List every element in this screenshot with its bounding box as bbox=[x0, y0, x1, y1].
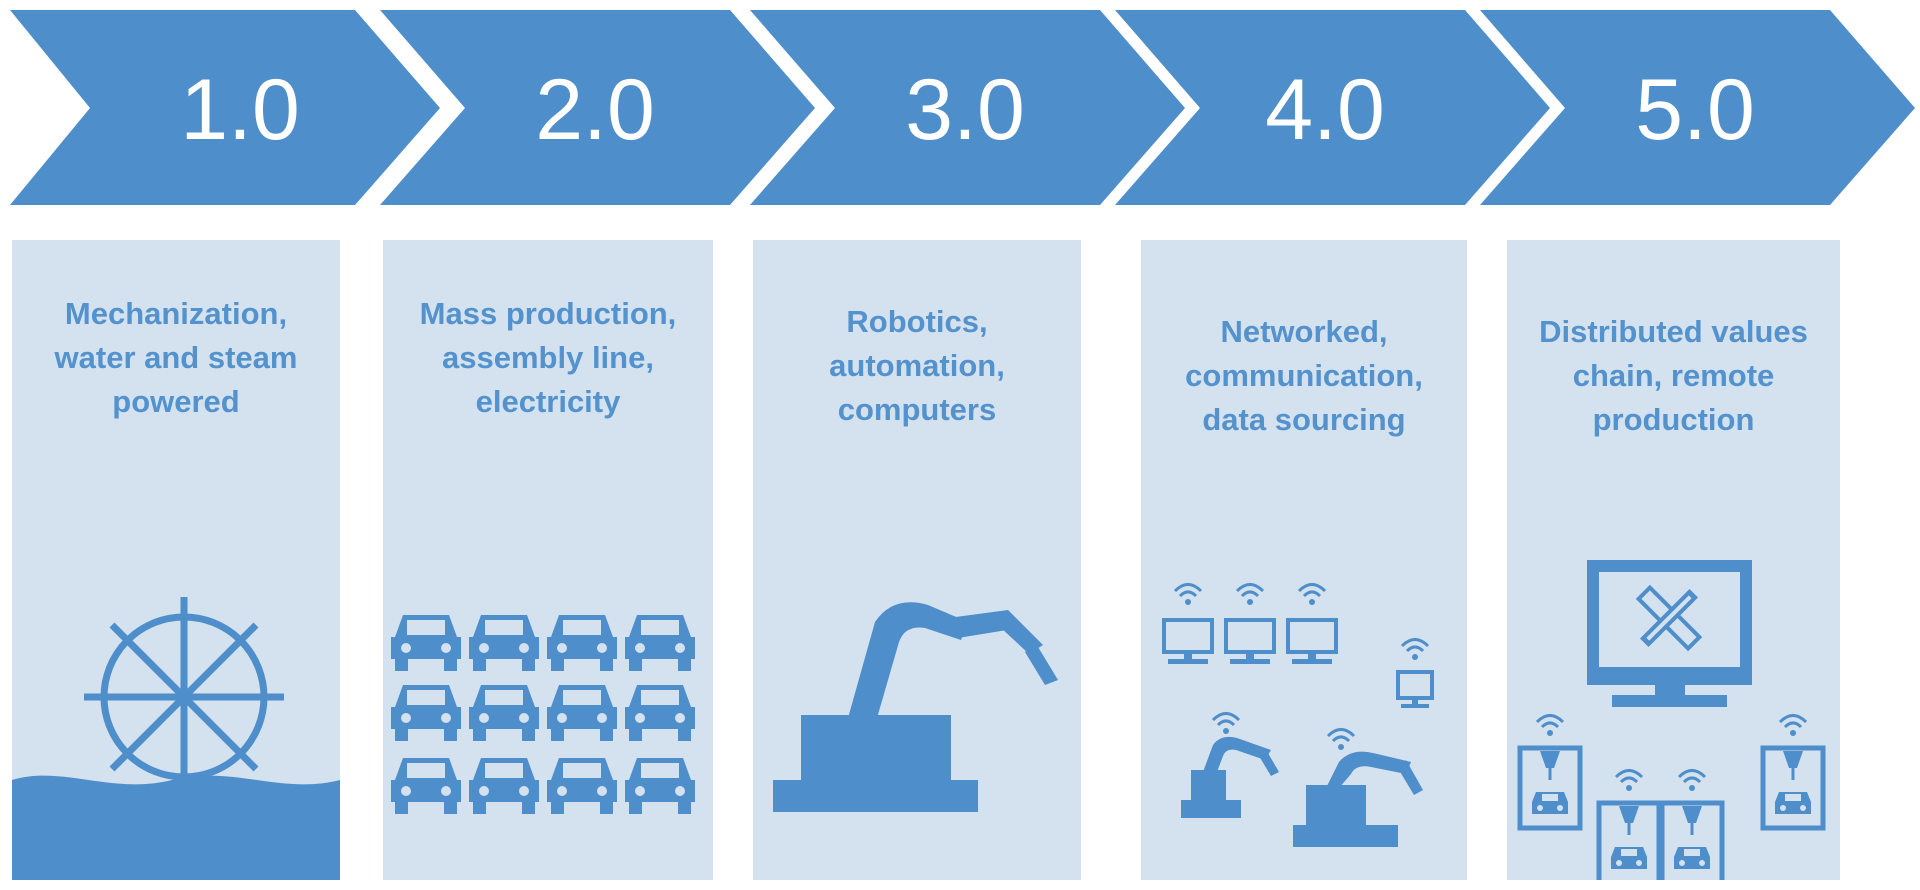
arrow-5 bbox=[1480, 10, 1915, 205]
remote-production-icon bbox=[1507, 560, 1840, 880]
stage-number-3: 3.0 bbox=[905, 61, 1025, 158]
stage-description: Networked, communication, data sourcing bbox=[1185, 314, 1423, 437]
stage-description: Mechanization, water and steam powered bbox=[54, 296, 298, 419]
stage-card-2: Mass production, assembly line, electric… bbox=[383, 240, 713, 880]
stage-number-1: 1.0 bbox=[180, 61, 300, 158]
stage-card-1: Mechanization, water and steam powered bbox=[12, 240, 340, 880]
arrow-4 bbox=[1115, 10, 1550, 205]
stage-card-3: Robotics, automation, computers bbox=[753, 240, 1081, 880]
stage-number-5: 5.0 bbox=[1635, 61, 1755, 158]
cars-grid-icon bbox=[391, 615, 695, 814]
networked-devices-icon bbox=[1162, 583, 1434, 847]
stage-arrows bbox=[10, 10, 1915, 205]
stage-card-4: Networked, communication, data sourcing bbox=[1141, 240, 1467, 880]
stage-card-5: Distributed values chain, remote product… bbox=[1507, 240, 1840, 880]
stage-description: Distributed values chain, remote product… bbox=[1539, 314, 1808, 437]
stage-number-2: 2.0 bbox=[535, 61, 655, 158]
robot-arm-icon bbox=[773, 602, 1058, 812]
stage-description: Robotics, automation, computers bbox=[829, 304, 1005, 427]
stage-description: Mass production, assembly line, electric… bbox=[419, 296, 677, 419]
arrow-1 bbox=[10, 10, 440, 205]
arrow-2 bbox=[380, 10, 815, 205]
arrow-3 bbox=[750, 10, 1185, 205]
stage-number-4: 4.0 bbox=[1265, 61, 1385, 158]
water-wheel-icon bbox=[12, 597, 340, 880]
